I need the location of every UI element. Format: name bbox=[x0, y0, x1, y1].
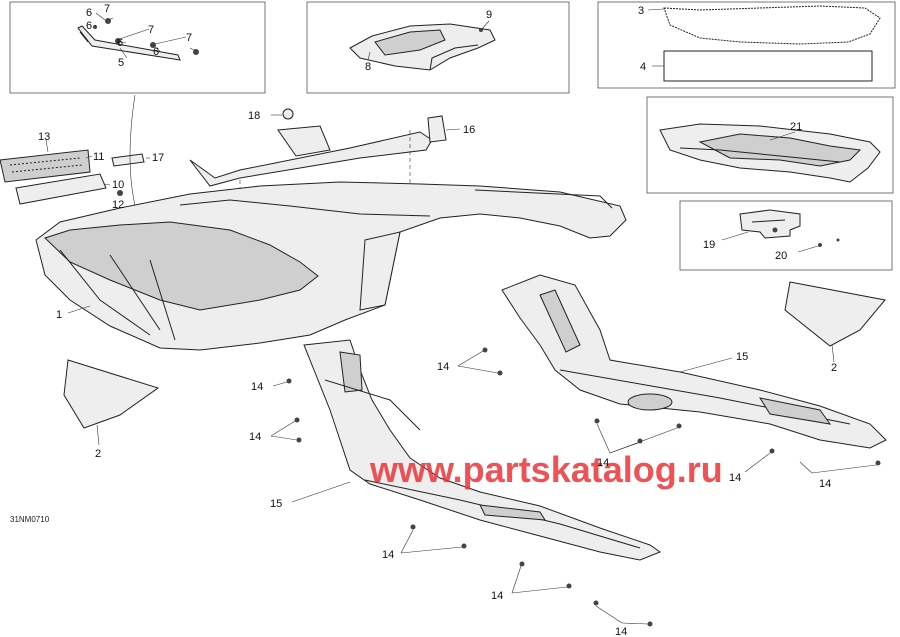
leader-19 bbox=[721, 231, 749, 241]
part-5-trim-strip bbox=[77, 18, 199, 61]
label-7-a: 7 bbox=[104, 3, 110, 15]
leader-16 bbox=[445, 128, 461, 131]
part-11-mesh-grille bbox=[0, 149, 91, 183]
leader-9 bbox=[481, 20, 490, 30]
leader-20 bbox=[797, 245, 819, 253]
part-12-clip bbox=[117, 190, 123, 196]
label-17: 17 bbox=[152, 152, 164, 164]
part-16-support bbox=[189, 115, 447, 187]
leader-15b bbox=[679, 357, 733, 373]
label-5: 5 bbox=[118, 57, 124, 69]
label-6-d: 6 bbox=[153, 46, 159, 58]
label-14-i: 14 bbox=[615, 626, 627, 637]
label-1: 1 bbox=[56, 309, 62, 321]
label-10: 10 bbox=[112, 179, 124, 191]
label-16: 16 bbox=[463, 124, 475, 136]
label-14-a: 14 bbox=[251, 381, 263, 393]
part-18-fastener bbox=[282, 108, 294, 120]
leader-8 bbox=[367, 51, 371, 61]
part-17-clip bbox=[111, 153, 145, 167]
label-14-h: 14 bbox=[491, 590, 503, 602]
inset-box-parts-3-4 bbox=[597, 1, 896, 89]
inset-box-parts-19-20 bbox=[679, 200, 893, 271]
part-8-console-cover bbox=[349, 23, 496, 71]
part-4-panel bbox=[663, 50, 873, 82]
label-14-b: 14 bbox=[249, 431, 261, 443]
label-14-c: 14 bbox=[437, 361, 449, 373]
label-15-right: 15 bbox=[736, 351, 748, 363]
label-2-left: 2 bbox=[95, 448, 101, 460]
leader-2a bbox=[96, 424, 100, 446]
watermark-text: www.partskatalog.ru bbox=[369, 449, 723, 490]
label-21: 21 bbox=[790, 121, 802, 133]
leader-1 bbox=[67, 305, 91, 314]
label-2-right: 2 bbox=[831, 362, 837, 374]
leaders-inset-1 bbox=[93, 12, 197, 59]
part-3-decal bbox=[663, 5, 881, 45]
label-6-a: 6 bbox=[86, 7, 92, 19]
part-19-bracket bbox=[739, 209, 801, 239]
part-20-fastener bbox=[818, 243, 822, 247]
label-7-b: 7 bbox=[148, 24, 154, 36]
label-14-f: 14 bbox=[819, 478, 831, 490]
part-15-lower-panel-right bbox=[501, 274, 887, 449]
leader-21 bbox=[769, 131, 796, 141]
label-14-e: 14 bbox=[729, 472, 741, 484]
label-20: 20 bbox=[775, 250, 787, 262]
leader-15a bbox=[291, 481, 351, 503]
label-6-c: 6 bbox=[117, 37, 123, 49]
label-14-d: 14 bbox=[597, 457, 609, 469]
label-4: 4 bbox=[640, 61, 646, 73]
part-21-seat bbox=[659, 123, 881, 183]
label-13: 13 bbox=[38, 131, 50, 143]
figure-code: 31NM0710 bbox=[10, 515, 50, 524]
inset-box-parts-5-7 bbox=[9, 1, 266, 94]
label-19: 19 bbox=[703, 239, 715, 251]
leader-11 bbox=[85, 155, 93, 159]
part-15-lower-panel-left bbox=[303, 339, 662, 561]
leaders-part-14 bbox=[270, 350, 877, 625]
label-18: 18 bbox=[248, 110, 260, 122]
leader-13 bbox=[45, 139, 49, 153]
label-7-c: 7 bbox=[186, 32, 192, 44]
label-11: 11 bbox=[93, 151, 104, 163]
leader-10 bbox=[103, 183, 111, 186]
part-20-fastener-2 bbox=[836, 238, 840, 242]
inset-box-part-21 bbox=[646, 96, 894, 194]
label-9: 9 bbox=[486, 9, 492, 21]
label-12: 12 bbox=[112, 199, 124, 211]
part-14-bolts bbox=[286, 347, 881, 627]
leader-2b bbox=[831, 344, 835, 363]
part-2-side-panel-left bbox=[63, 359, 160, 429]
label-8: 8 bbox=[365, 61, 371, 73]
part-1-front-body bbox=[35, 181, 627, 351]
leader-3 bbox=[647, 8, 665, 11]
label-15-left: 15 bbox=[270, 498, 282, 510]
label-3: 3 bbox=[638, 5, 644, 17]
inset-box-parts-8-9 bbox=[306, 1, 570, 94]
part-2-side-panel-right bbox=[784, 281, 886, 347]
part-10-foam-block bbox=[15, 173, 107, 205]
label-6-b: 6 bbox=[86, 20, 92, 32]
label-14-g: 14 bbox=[382, 549, 394, 561]
